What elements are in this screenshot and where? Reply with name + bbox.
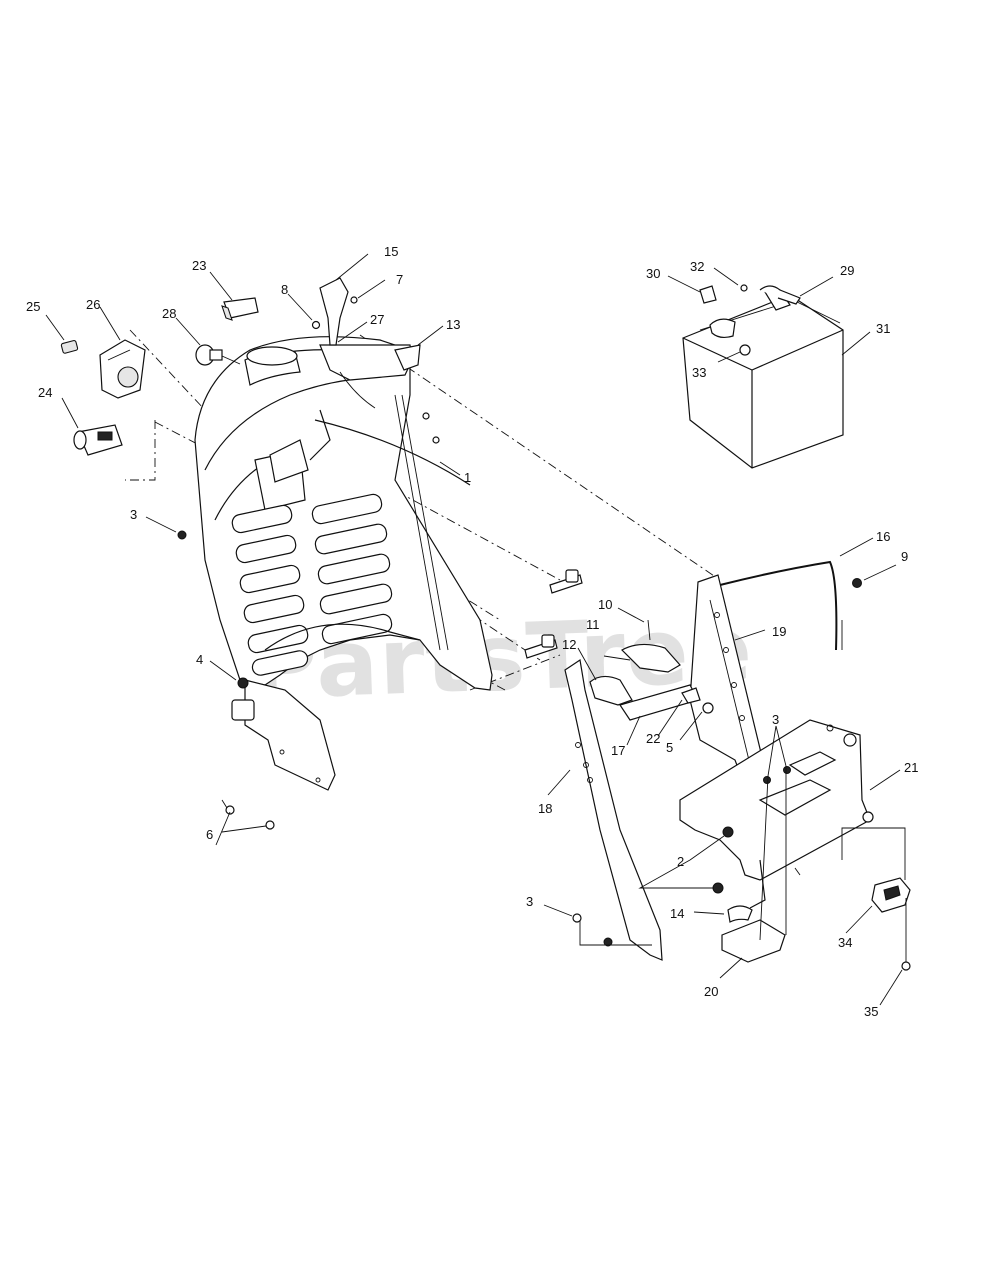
- callout-10: 10: [598, 597, 612, 612]
- callout-12: 12: [562, 637, 576, 652]
- leader-lines: [45, 253, 907, 1006]
- callout-4: 4: [196, 652, 203, 667]
- part-30-terminal: [699, 285, 717, 304]
- callout-6: 6: [206, 827, 213, 842]
- part-24-socket: [73, 424, 123, 456]
- part-18-side-rail: [564, 658, 663, 961]
- callout-29: 29: [840, 263, 854, 278]
- callout-17: 17: [611, 743, 625, 758]
- left-lower-bracket: [231, 677, 336, 791]
- callout-32: 32: [690, 259, 704, 274]
- callout-27: 27: [370, 312, 384, 327]
- grille-assembly: [194, 336, 493, 691]
- callout-1: 1: [464, 470, 471, 485]
- part-14-clip: [727, 905, 753, 923]
- part-16-rod: [719, 560, 838, 651]
- callout-19: 19: [772, 624, 786, 639]
- callout-23: 23: [192, 258, 206, 273]
- grille-louvers-right: [311, 493, 393, 645]
- part-28-knob: [195, 344, 241, 366]
- callout-30: 30: [646, 266, 660, 281]
- part-8-nut: [311, 320, 321, 330]
- callout-18: 18: [538, 801, 552, 816]
- part-34-switch: [871, 877, 911, 913]
- callout-24: 24: [38, 385, 52, 400]
- callout-35: 35: [864, 1004, 878, 1019]
- part-15-lever: [319, 277, 349, 346]
- part-5-nut: [702, 702, 714, 714]
- callout-11: 11: [586, 617, 600, 632]
- callout-15: 15: [384, 244, 398, 259]
- callout-labels: 1 2 3 3 3 4 5 6 7 8 9 10 11 12 13 14 15 …: [26, 244, 918, 1019]
- callout-8: 8: [281, 282, 288, 297]
- part-26-headlight-housing: [99, 339, 146, 399]
- part-12-bracket: [589, 675, 633, 706]
- callout-21: 21: [904, 760, 918, 775]
- part-23-light-lens: [221, 297, 259, 321]
- part-29-cable-end: [759, 285, 801, 305]
- callout-9: 9: [901, 549, 908, 564]
- part-20-pedal-plate: [721, 919, 786, 963]
- grille-louvers-left: [231, 504, 309, 676]
- part-7-screw: [350, 296, 358, 304]
- fasteners: [177, 412, 911, 971]
- part-21-frame-base: [679, 719, 874, 909]
- callout-14: 14: [670, 906, 684, 921]
- part-11-bracket: [621, 643, 681, 673]
- callout-33: 33: [692, 365, 706, 380]
- part-25-bulb: [60, 339, 79, 354]
- callout-2: 2: [677, 854, 684, 869]
- part-31-battery: [682, 289, 844, 469]
- callout-3c: 3: [526, 894, 533, 909]
- callout-13: 13: [446, 317, 460, 332]
- callout-3a: 3: [130, 507, 137, 522]
- callout-20: 20: [704, 984, 718, 999]
- part-32-bolt: [740, 284, 748, 292]
- callout-26: 26: [86, 297, 100, 312]
- callout-7: 7: [396, 272, 403, 287]
- callout-25: 25: [26, 299, 40, 314]
- callout-22: 22: [646, 731, 660, 746]
- part-13-bracket: [394, 344, 421, 371]
- part-10-pin: [647, 619, 651, 641]
- part-19-dash-frame: [689, 574, 771, 801]
- callout-34: 34: [838, 935, 852, 950]
- grille-bolts: [524, 569, 583, 659]
- callout-3b: 3: [772, 712, 779, 727]
- callout-31: 31: [876, 321, 890, 336]
- part-22-clip: [681, 687, 701, 704]
- part-1-cable: [314, 419, 471, 486]
- callout-28: 28: [162, 306, 176, 321]
- callout-5: 5: [666, 740, 673, 755]
- callout-16: 16: [876, 529, 890, 544]
